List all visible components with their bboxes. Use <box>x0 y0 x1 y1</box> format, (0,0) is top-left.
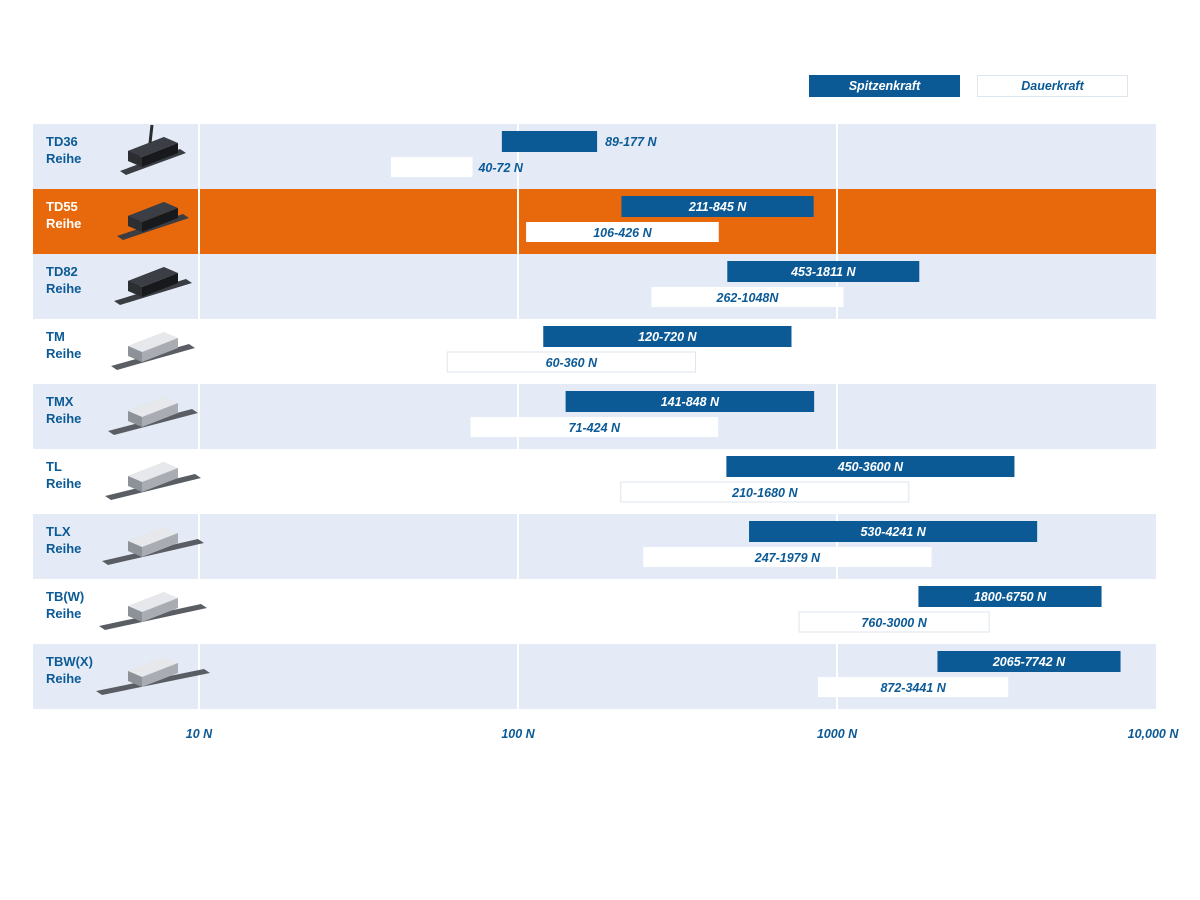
x-tick-label: 100 N <box>501 727 535 741</box>
row-subname: Reihe <box>46 476 81 491</box>
peak-value-label: 530-4241 N <box>860 525 926 539</box>
legend-continuous: Dauerkraft <box>977 75 1128 97</box>
peak-value-label: 2065-7742 N <box>992 655 1066 669</box>
continuous-value-label: 262-1048N <box>716 291 780 305</box>
continuous-value-label: 210-1680 N <box>731 486 798 500</box>
x-tick-label: 10 N <box>186 727 213 741</box>
continuous-value-label: 247-1979 N <box>754 551 821 565</box>
continuous-bar <box>643 547 932 567</box>
product-image <box>96 657 210 695</box>
peak-bar <box>726 456 1015 477</box>
continuous-value-label: 40-72 N <box>477 161 523 175</box>
peak-value-label: 120-720 N <box>638 330 697 344</box>
row-background <box>33 189 1156 254</box>
row-name: TB(W) <box>46 589 84 604</box>
product-image <box>120 124 186 175</box>
row-name: TLX <box>46 524 71 539</box>
product-image <box>114 267 192 305</box>
legend-peak: Spitzenkraft <box>809 75 960 97</box>
row-name: TD55 <box>46 199 78 214</box>
peak-bar <box>543 326 792 347</box>
row-subname: Reihe <box>46 541 81 556</box>
row-name: TMX <box>46 394 74 409</box>
peak-bar <box>749 521 1038 542</box>
x-tick-label: 1000 N <box>817 727 858 741</box>
row-name: TL <box>46 459 62 474</box>
continuous-bar <box>391 157 473 177</box>
peak-value-label: 141-848 N <box>661 395 720 409</box>
legend-peak-label: Spitzenkraft <box>848 79 921 93</box>
peak-value-label: 450-3600 N <box>837 460 904 474</box>
row-subname: Reihe <box>46 151 81 166</box>
row-name: TM <box>46 329 65 344</box>
continuous-bar <box>651 287 844 307</box>
row-subname: Reihe <box>46 606 81 621</box>
continuous-value-label: 872-3441 N <box>880 681 946 695</box>
x-tick-label: 10,000 N <box>1128 727 1180 741</box>
row-subname: Reihe <box>46 216 81 231</box>
product-image <box>117 202 189 240</box>
continuous-value-label: 106-426 N <box>593 226 652 240</box>
peak-bar <box>727 261 920 282</box>
peak-value-label: 89-177 N <box>605 135 657 149</box>
continuous-bar <box>818 677 1009 697</box>
product-image <box>99 592 207 630</box>
row-background <box>33 254 1156 319</box>
row-name: TD36 <box>46 134 78 149</box>
peak-bar <box>621 196 814 217</box>
product-image <box>111 332 195 370</box>
peak-bar <box>918 586 1102 607</box>
row-name: TD82 <box>46 264 78 279</box>
peak-bar <box>501 131 598 152</box>
product-image <box>108 397 198 435</box>
continuous-bar <box>446 351 696 373</box>
row-name: TBW(X) <box>46 654 93 669</box>
row-subname: Reihe <box>46 671 81 686</box>
continuous-bar <box>470 417 719 437</box>
continuous-bar <box>798 611 990 633</box>
peak-value-label: 1800-6750 N <box>974 590 1047 604</box>
row-subname: Reihe <box>46 411 81 426</box>
row-subname: Reihe <box>46 346 81 361</box>
row-subname: Reihe <box>46 281 81 296</box>
peak-bar <box>937 651 1121 672</box>
continuous-value-label: 71-424 N <box>569 421 621 435</box>
continuous-value-label: 60-360 N <box>546 356 598 370</box>
product-image <box>105 462 201 500</box>
legend-continuous-label: Dauerkraft <box>1021 79 1084 93</box>
peak-value-label: 211-845 N <box>688 200 747 214</box>
continuous-bar <box>526 222 719 242</box>
continuous-value-label: 760-3000 N <box>861 616 927 630</box>
peak-value-label: 453-1811 N <box>790 265 856 279</box>
product-image <box>102 527 204 565</box>
peak-bar <box>565 391 815 412</box>
continuous-bar <box>620 481 910 503</box>
